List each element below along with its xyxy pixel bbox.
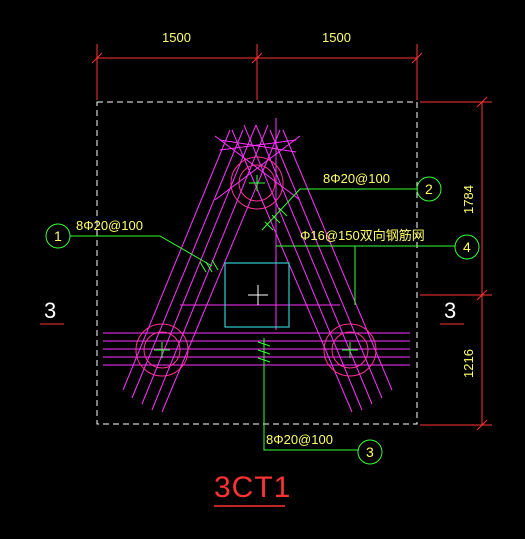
callout-tag-2: 2 (425, 181, 433, 197)
callout-tag-2-circle (416, 176, 442, 202)
dim-right-lower: 1216 (461, 349, 476, 378)
callout-text-3: 8Φ20@100 (266, 432, 333, 447)
section-mark-left-label: 3 (44, 298, 56, 323)
callout-tag-3: 3 (366, 444, 374, 460)
pile-bottom-left (135, 323, 189, 377)
callout-text-2: 8Φ20@100 (323, 171, 390, 186)
dim-top-left: 1500 (162, 30, 191, 45)
leader-lines (70, 188, 455, 451)
drawing-title: 3CT1 (214, 471, 291, 504)
cap-outline (96, 101, 418, 425)
column-centre-mark (248, 285, 268, 305)
column-outline (224, 262, 290, 328)
callout-text-1: 8Φ20@100 (76, 218, 143, 233)
section-mark-right-label: 3 (444, 298, 456, 323)
dim-right-upper: 1784 (461, 185, 476, 214)
rebar-apex-cross (214, 135, 301, 201)
callout-tag-1: 1 (54, 228, 62, 244)
right-dimension (420, 96, 492, 431)
callout-text-4: Φ16@150双向钢筋网 (300, 228, 425, 243)
pile-bottom-right (323, 323, 377, 377)
rebar-bottom-tie (103, 304, 410, 366)
pile-top (230, 156, 284, 210)
callout-tag-4-circle (454, 234, 480, 260)
callout-tag-1-circle (45, 223, 71, 249)
dim-top-right: 1500 (322, 30, 351, 45)
section-mark-right: 3 (440, 298, 464, 325)
rebar-left-tie (122, 124, 281, 413)
callout-tag-4: 4 (463, 239, 471, 255)
top-dimension (91, 44, 423, 100)
callout-tag-3-circle (357, 439, 383, 465)
section-mark-left: 3 (40, 298, 64, 325)
